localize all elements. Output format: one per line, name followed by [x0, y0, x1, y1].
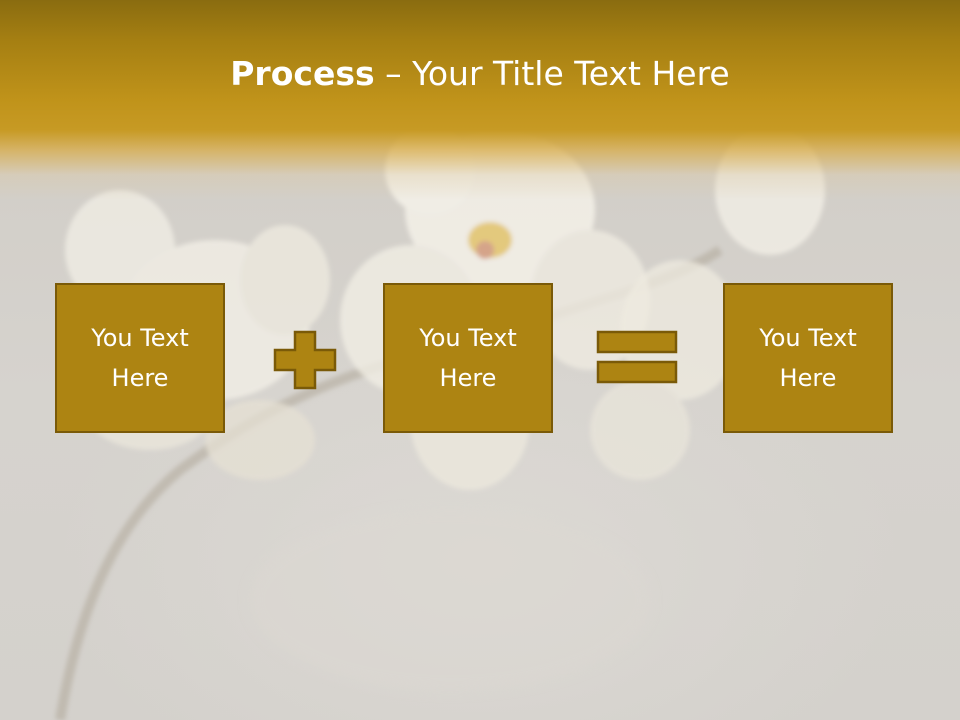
- slide-title: Process – Your Title Text Here: [0, 52, 960, 96]
- text-box-1[interactable]: You Text Here: [55, 283, 225, 433]
- text-box-3-label: You Text Here: [759, 324, 857, 392]
- title-bold-part: Process: [230, 54, 375, 93]
- text-box-2-label: You Text Here: [419, 324, 517, 392]
- plus-icon: [273, 330, 337, 390]
- text-box-2[interactable]: You Text Here: [383, 283, 553, 433]
- text-box-1-label: You Text Here: [91, 324, 189, 392]
- title-rest: – Your Title Text Here: [374, 54, 730, 93]
- text-box-3[interactable]: You Text Here: [723, 283, 893, 433]
- equals-icon: [596, 330, 678, 384]
- header-band: [0, 0, 960, 200]
